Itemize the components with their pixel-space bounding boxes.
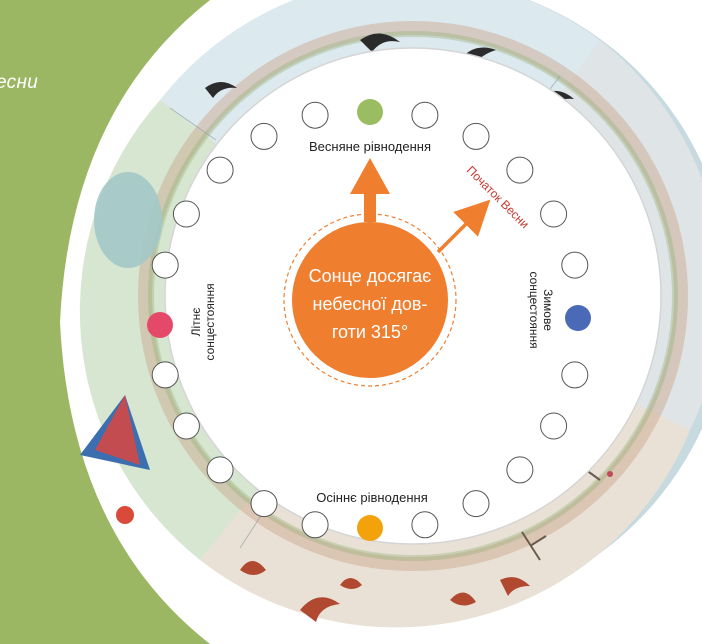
day-circle bbox=[250, 122, 278, 150]
day-circle bbox=[172, 200, 200, 228]
day-circle bbox=[506, 156, 534, 184]
day-circle bbox=[172, 412, 200, 440]
day-circle bbox=[301, 511, 329, 539]
day-circle bbox=[540, 412, 568, 440]
summer-solstice-label-2: сонцестояння bbox=[203, 283, 217, 360]
winter-solstice-marker bbox=[565, 305, 591, 331]
center-text-line2: небесної дов- bbox=[313, 294, 428, 314]
autumn-equinox-label: Осіннє рівнодення bbox=[316, 490, 427, 505]
center-sun bbox=[292, 222, 448, 378]
winter-solstice-label-1: Зимове bbox=[541, 289, 555, 331]
day-circle bbox=[462, 122, 490, 150]
day-circle bbox=[301, 101, 329, 129]
day-circle bbox=[462, 490, 490, 518]
day-circles bbox=[151, 101, 589, 539]
center-text-line3: готи 315° bbox=[332, 322, 408, 342]
spring-equinox-marker bbox=[357, 99, 383, 125]
day-circle bbox=[561, 361, 589, 389]
day-circle bbox=[151, 361, 179, 389]
side-panel bbox=[0, 0, 210, 644]
center-dashed-outline bbox=[283, 213, 457, 387]
autumn-equinox-marker bbox=[357, 515, 383, 541]
summer-solstice-marker bbox=[147, 312, 173, 338]
summer-solstice-label-1: Літнє bbox=[189, 308, 203, 337]
center-text-line1: Сонце досягає bbox=[309, 266, 432, 286]
day-circle bbox=[206, 156, 234, 184]
day-circle bbox=[411, 101, 439, 129]
day-circle bbox=[561, 251, 589, 279]
day-circle bbox=[411, 511, 439, 539]
day-circle bbox=[540, 200, 568, 228]
spring-equinox-label: Весняне рівнодення bbox=[309, 139, 431, 154]
day-circle bbox=[151, 251, 179, 279]
winter-solstice-label-2: сонцестояння bbox=[527, 271, 541, 348]
arrow-diagonal-icon bbox=[436, 199, 491, 254]
day-circle bbox=[250, 490, 278, 518]
side-panel-text: есни bbox=[0, 72, 39, 93]
arrow-up-icon bbox=[350, 158, 390, 222]
day-circle bbox=[206, 456, 234, 484]
day-circle bbox=[506, 456, 534, 484]
